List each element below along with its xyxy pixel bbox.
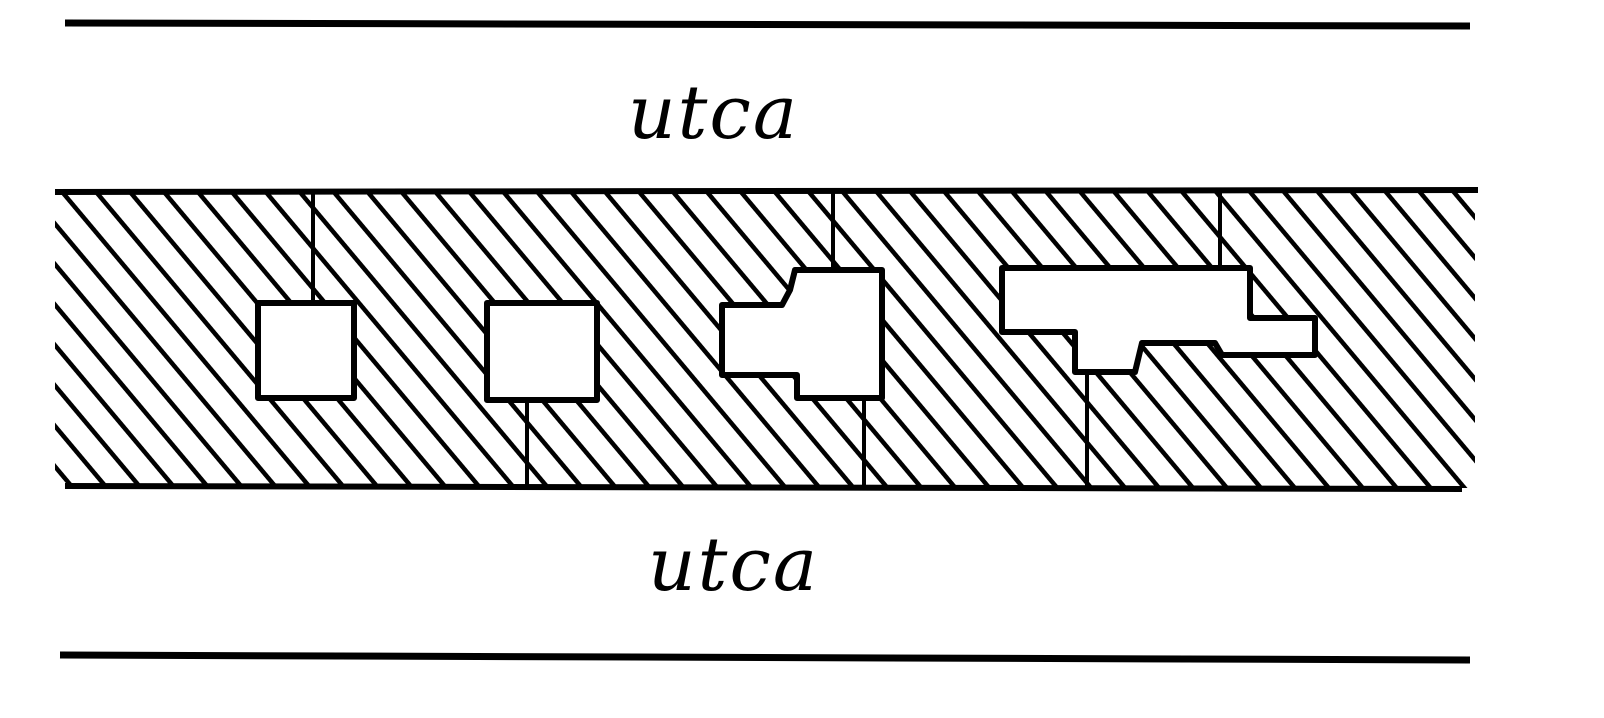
block-bottom-edge: [64, 483, 1463, 492]
bottom-street-edge: [59, 651, 1471, 664]
courtyard-3: [719, 267, 885, 401]
courtyard-2: [484, 300, 600, 403]
courtyard-4: [999, 265, 1318, 375]
built-block: [54, 187, 1479, 492]
bottom-street-label: utca: [648, 522, 819, 608]
plot-boundaries: [311, 190, 1222, 488]
top-street-label: utca: [628, 70, 799, 156]
courtyard-1: [255, 300, 357, 401]
top-street-edge: [64, 19, 1471, 30]
block-top-edge: [54, 187, 1479, 195]
